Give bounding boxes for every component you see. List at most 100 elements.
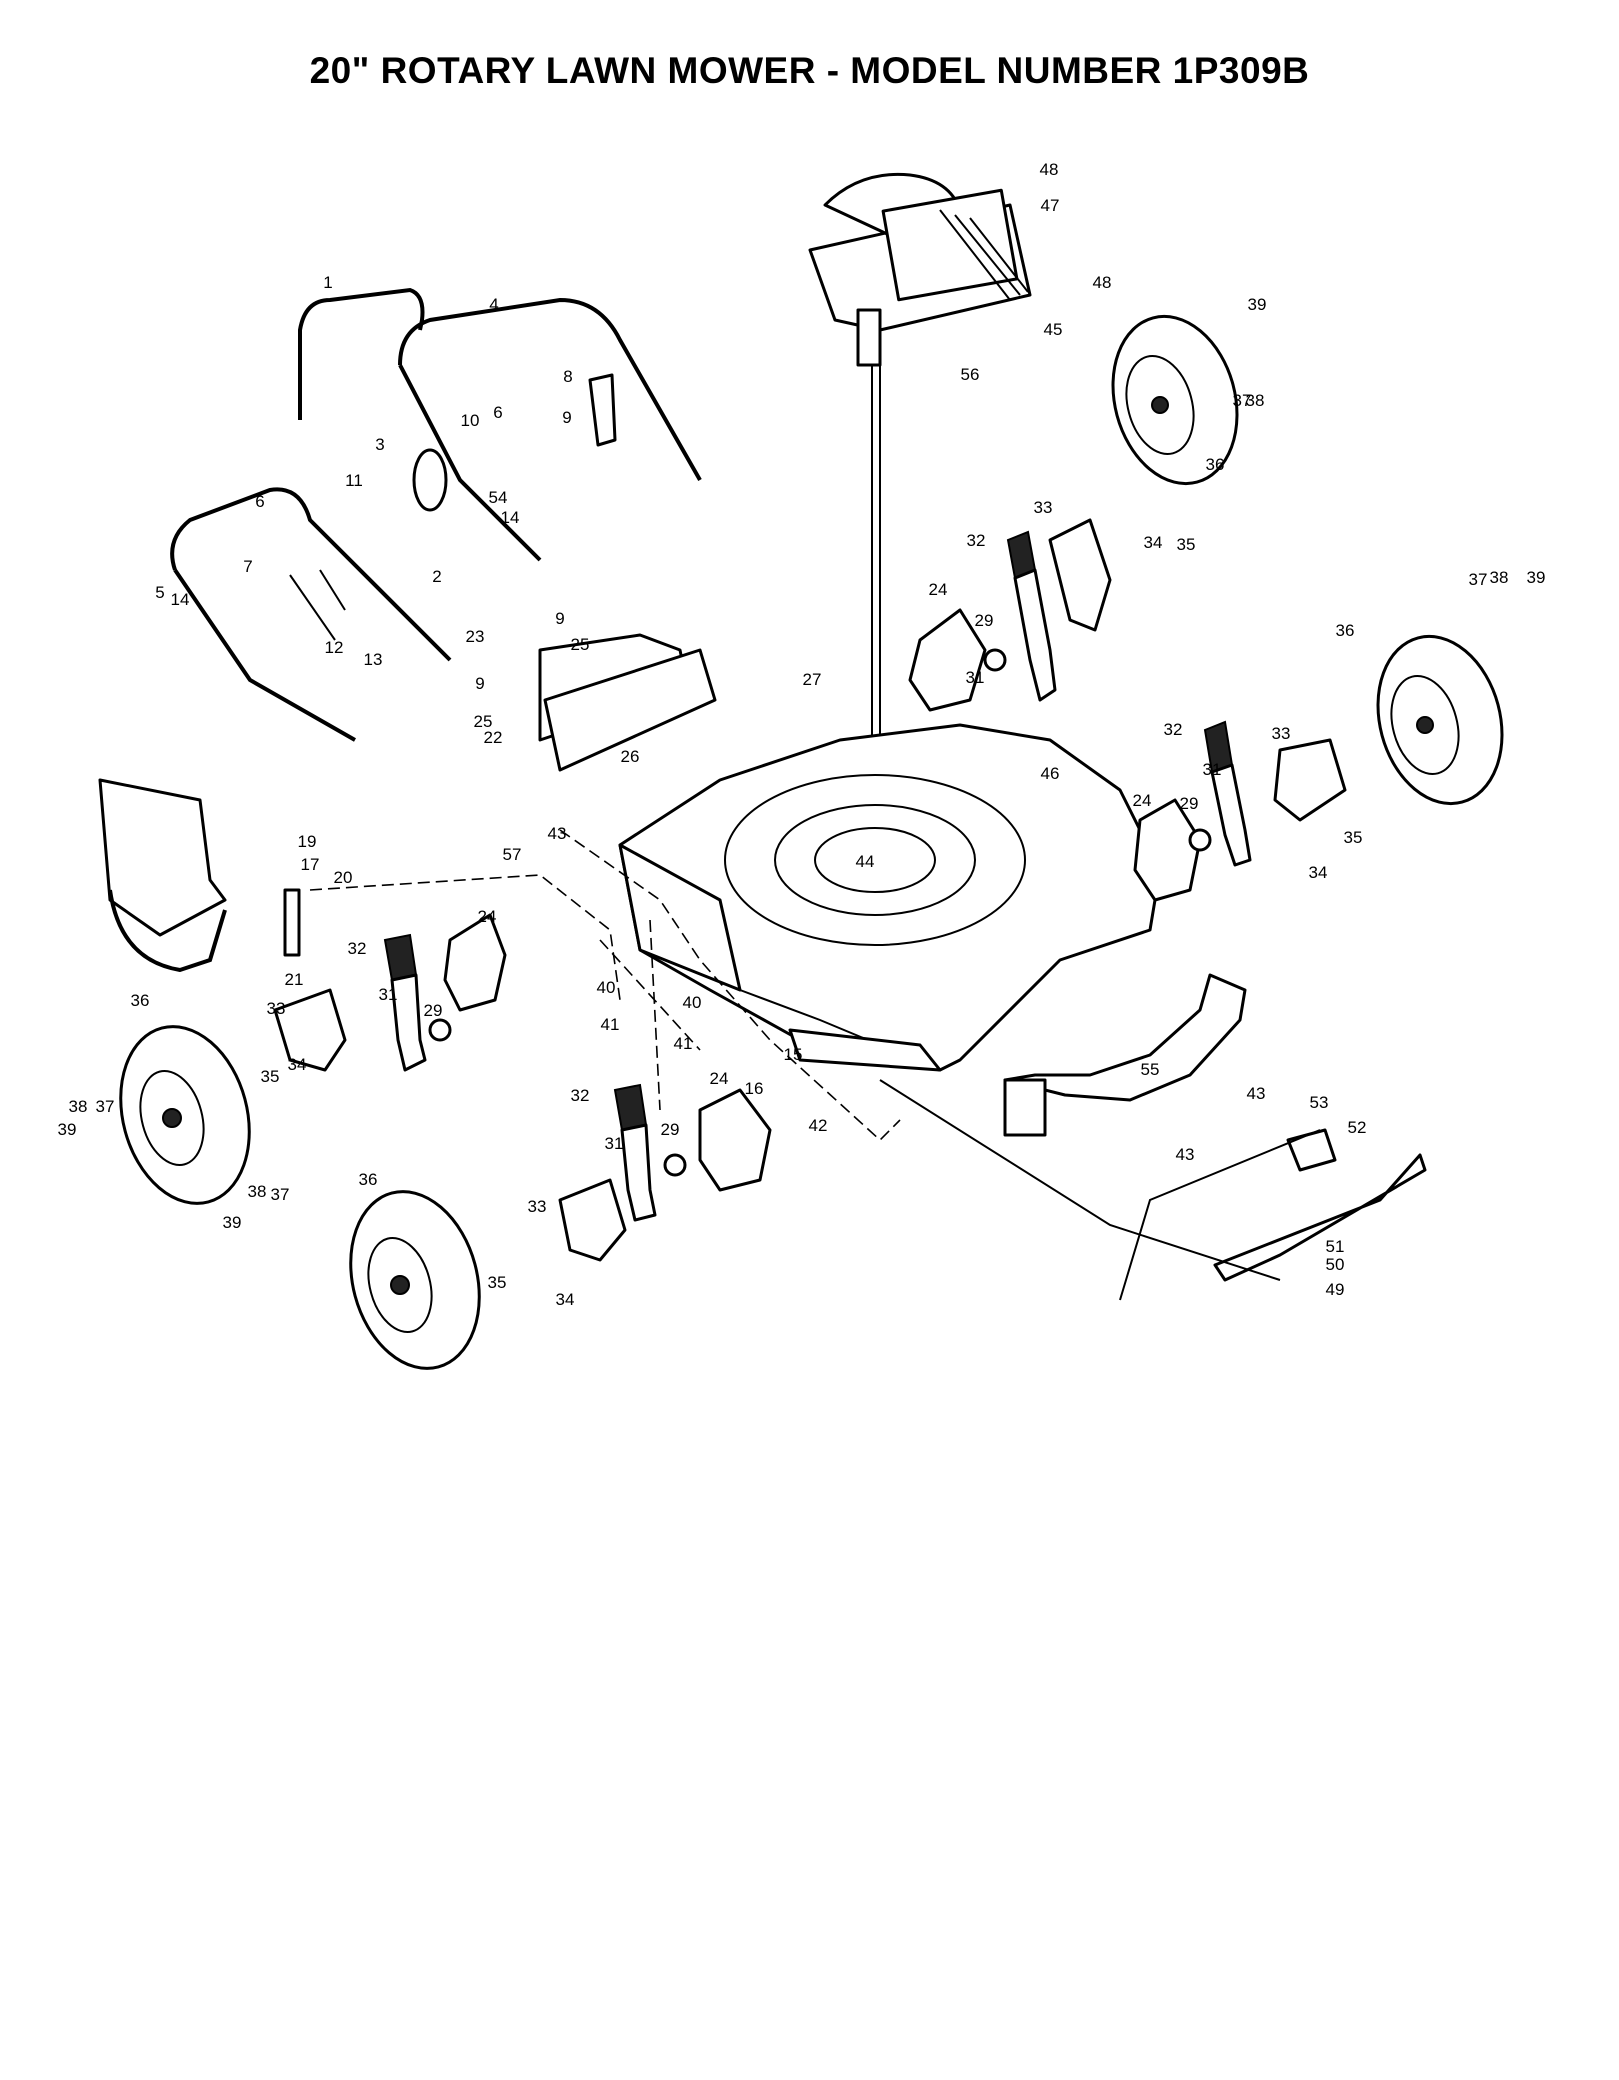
callout-33: 33: [1272, 724, 1291, 743]
wheel-rear-left: [349, 1190, 481, 1370]
callout-9: 9: [555, 609, 564, 628]
mower-deck: [618, 723, 1162, 1072]
callout-36: 36: [131, 991, 150, 1010]
callout-32: 32: [1164, 720, 1183, 739]
callout-39: 39: [58, 1120, 77, 1139]
blade: [1213, 1153, 1427, 1282]
wheel-rear-right: [1376, 634, 1504, 806]
callout-55: 55: [1141, 1060, 1160, 1079]
callout-44: 44: [856, 852, 875, 871]
callout-29: 29: [975, 611, 994, 630]
callout-19: 19: [298, 832, 317, 851]
callout-34: 34: [1309, 863, 1328, 882]
callout-38: 38: [1490, 568, 1509, 587]
callout-40: 40: [597, 978, 616, 997]
callout-40: 40: [683, 993, 702, 1012]
callout-47: 47: [1041, 196, 1060, 215]
callout-29: 29: [424, 1001, 443, 1020]
callout-38: 38: [1246, 391, 1265, 410]
callout-31: 31: [605, 1134, 624, 1153]
callout-31: 31: [966, 668, 985, 687]
callout-labels: 1234566789991011121314141516171920212223…: [58, 160, 1546, 1309]
callout-35: 35: [261, 1067, 280, 1086]
callout-7: 7: [243, 557, 252, 576]
callout-53: 53: [1310, 1093, 1329, 1112]
callout-37: 37: [1469, 570, 1488, 589]
callout-52: 52: [1348, 1118, 1367, 1137]
callout-34: 34: [1144, 533, 1163, 552]
callout-31: 31: [1203, 760, 1222, 779]
callout-11: 11: [345, 471, 363, 490]
callout-49: 49: [1326, 1280, 1345, 1299]
callout-26: 26: [621, 747, 640, 766]
callout-33: 33: [267, 999, 286, 1018]
height-adjuster-front-left: [273, 913, 507, 1072]
callout-38: 38: [248, 1182, 267, 1201]
callout-43: 43: [1176, 1145, 1195, 1164]
callout-3: 3: [375, 435, 384, 454]
callout-4: 4: [489, 295, 498, 314]
callout-37: 37: [96, 1097, 115, 1116]
callout-27: 27: [803, 670, 822, 689]
handle-assembly: [170, 287, 702, 742]
callout-14: 14: [501, 508, 520, 527]
callout-35: 35: [1177, 535, 1196, 554]
callout-16: 16: [745, 1079, 764, 1098]
callout-39: 39: [1248, 295, 1267, 314]
callout-29: 29: [661, 1120, 680, 1139]
callout-24: 24: [478, 907, 497, 926]
callout-38: 38: [69, 1097, 88, 1116]
callout-24: 24: [929, 580, 948, 599]
callout-8: 8: [563, 367, 572, 386]
callout-24: 24: [710, 1069, 729, 1088]
callout-41: 41: [674, 1034, 693, 1053]
callout-12: 12: [325, 638, 344, 657]
callout-22: 22: [484, 728, 503, 747]
callout-15: 15: [784, 1045, 803, 1064]
callout-2: 2: [432, 567, 441, 586]
callout-46: 46: [1041, 764, 1060, 783]
callout-37: 37: [1233, 391, 1252, 410]
callout-1: 1: [323, 273, 332, 292]
callout-21: 21: [285, 970, 304, 989]
wheel-front-right: [1111, 314, 1239, 486]
blade-adapter: [1286, 1128, 1337, 1172]
callout-48: 48: [1040, 160, 1059, 179]
callout-6: 6: [493, 403, 502, 422]
callout-32: 32: [967, 531, 986, 550]
callout-35: 35: [1344, 828, 1363, 847]
callout-32: 32: [571, 1086, 590, 1105]
callout-33: 33: [528, 1197, 547, 1216]
callout-33: 33: [1034, 498, 1053, 517]
callout-5: 5: [155, 583, 164, 602]
callout-29: 29: [1180, 794, 1199, 813]
callout-34: 34: [556, 1290, 575, 1309]
callout-39: 39: [223, 1213, 242, 1232]
callout-54: 54: [489, 488, 508, 507]
callout-41: 41: [601, 1015, 620, 1034]
callout-31: 31: [379, 985, 398, 1004]
grass-bag: [98, 778, 301, 973]
callout-45: 45: [1044, 320, 1063, 339]
callout-25: 25: [474, 712, 493, 731]
callout-43: 43: [548, 824, 567, 843]
height-adjuster-rear-left: [558, 1083, 772, 1262]
callout-9: 9: [562, 408, 571, 427]
assembly-lines: [309, 829, 1321, 1301]
baffle: [1003, 973, 1247, 1137]
diagram-title: 20" ROTARY LAWN MOWER - MODEL NUMBER 1P3…: [309, 50, 1310, 91]
callout-36: 36: [1206, 455, 1225, 474]
height-adjuster-rear-right: [1133, 720, 1347, 902]
callout-9: 9: [475, 674, 484, 693]
callout-36: 36: [359, 1170, 378, 1189]
callout-6: 6: [255, 492, 264, 511]
callout-10: 10: [461, 411, 480, 430]
height-adjuster-front-right: [908, 518, 1112, 712]
callout-24: 24: [1133, 791, 1152, 810]
callout-50: 50: [1326, 1255, 1345, 1274]
callout-42: 42: [809, 1116, 828, 1135]
callout-20: 20: [334, 868, 353, 887]
callout-34: 34: [288, 1055, 307, 1074]
callout-37: 37: [271, 1185, 290, 1204]
